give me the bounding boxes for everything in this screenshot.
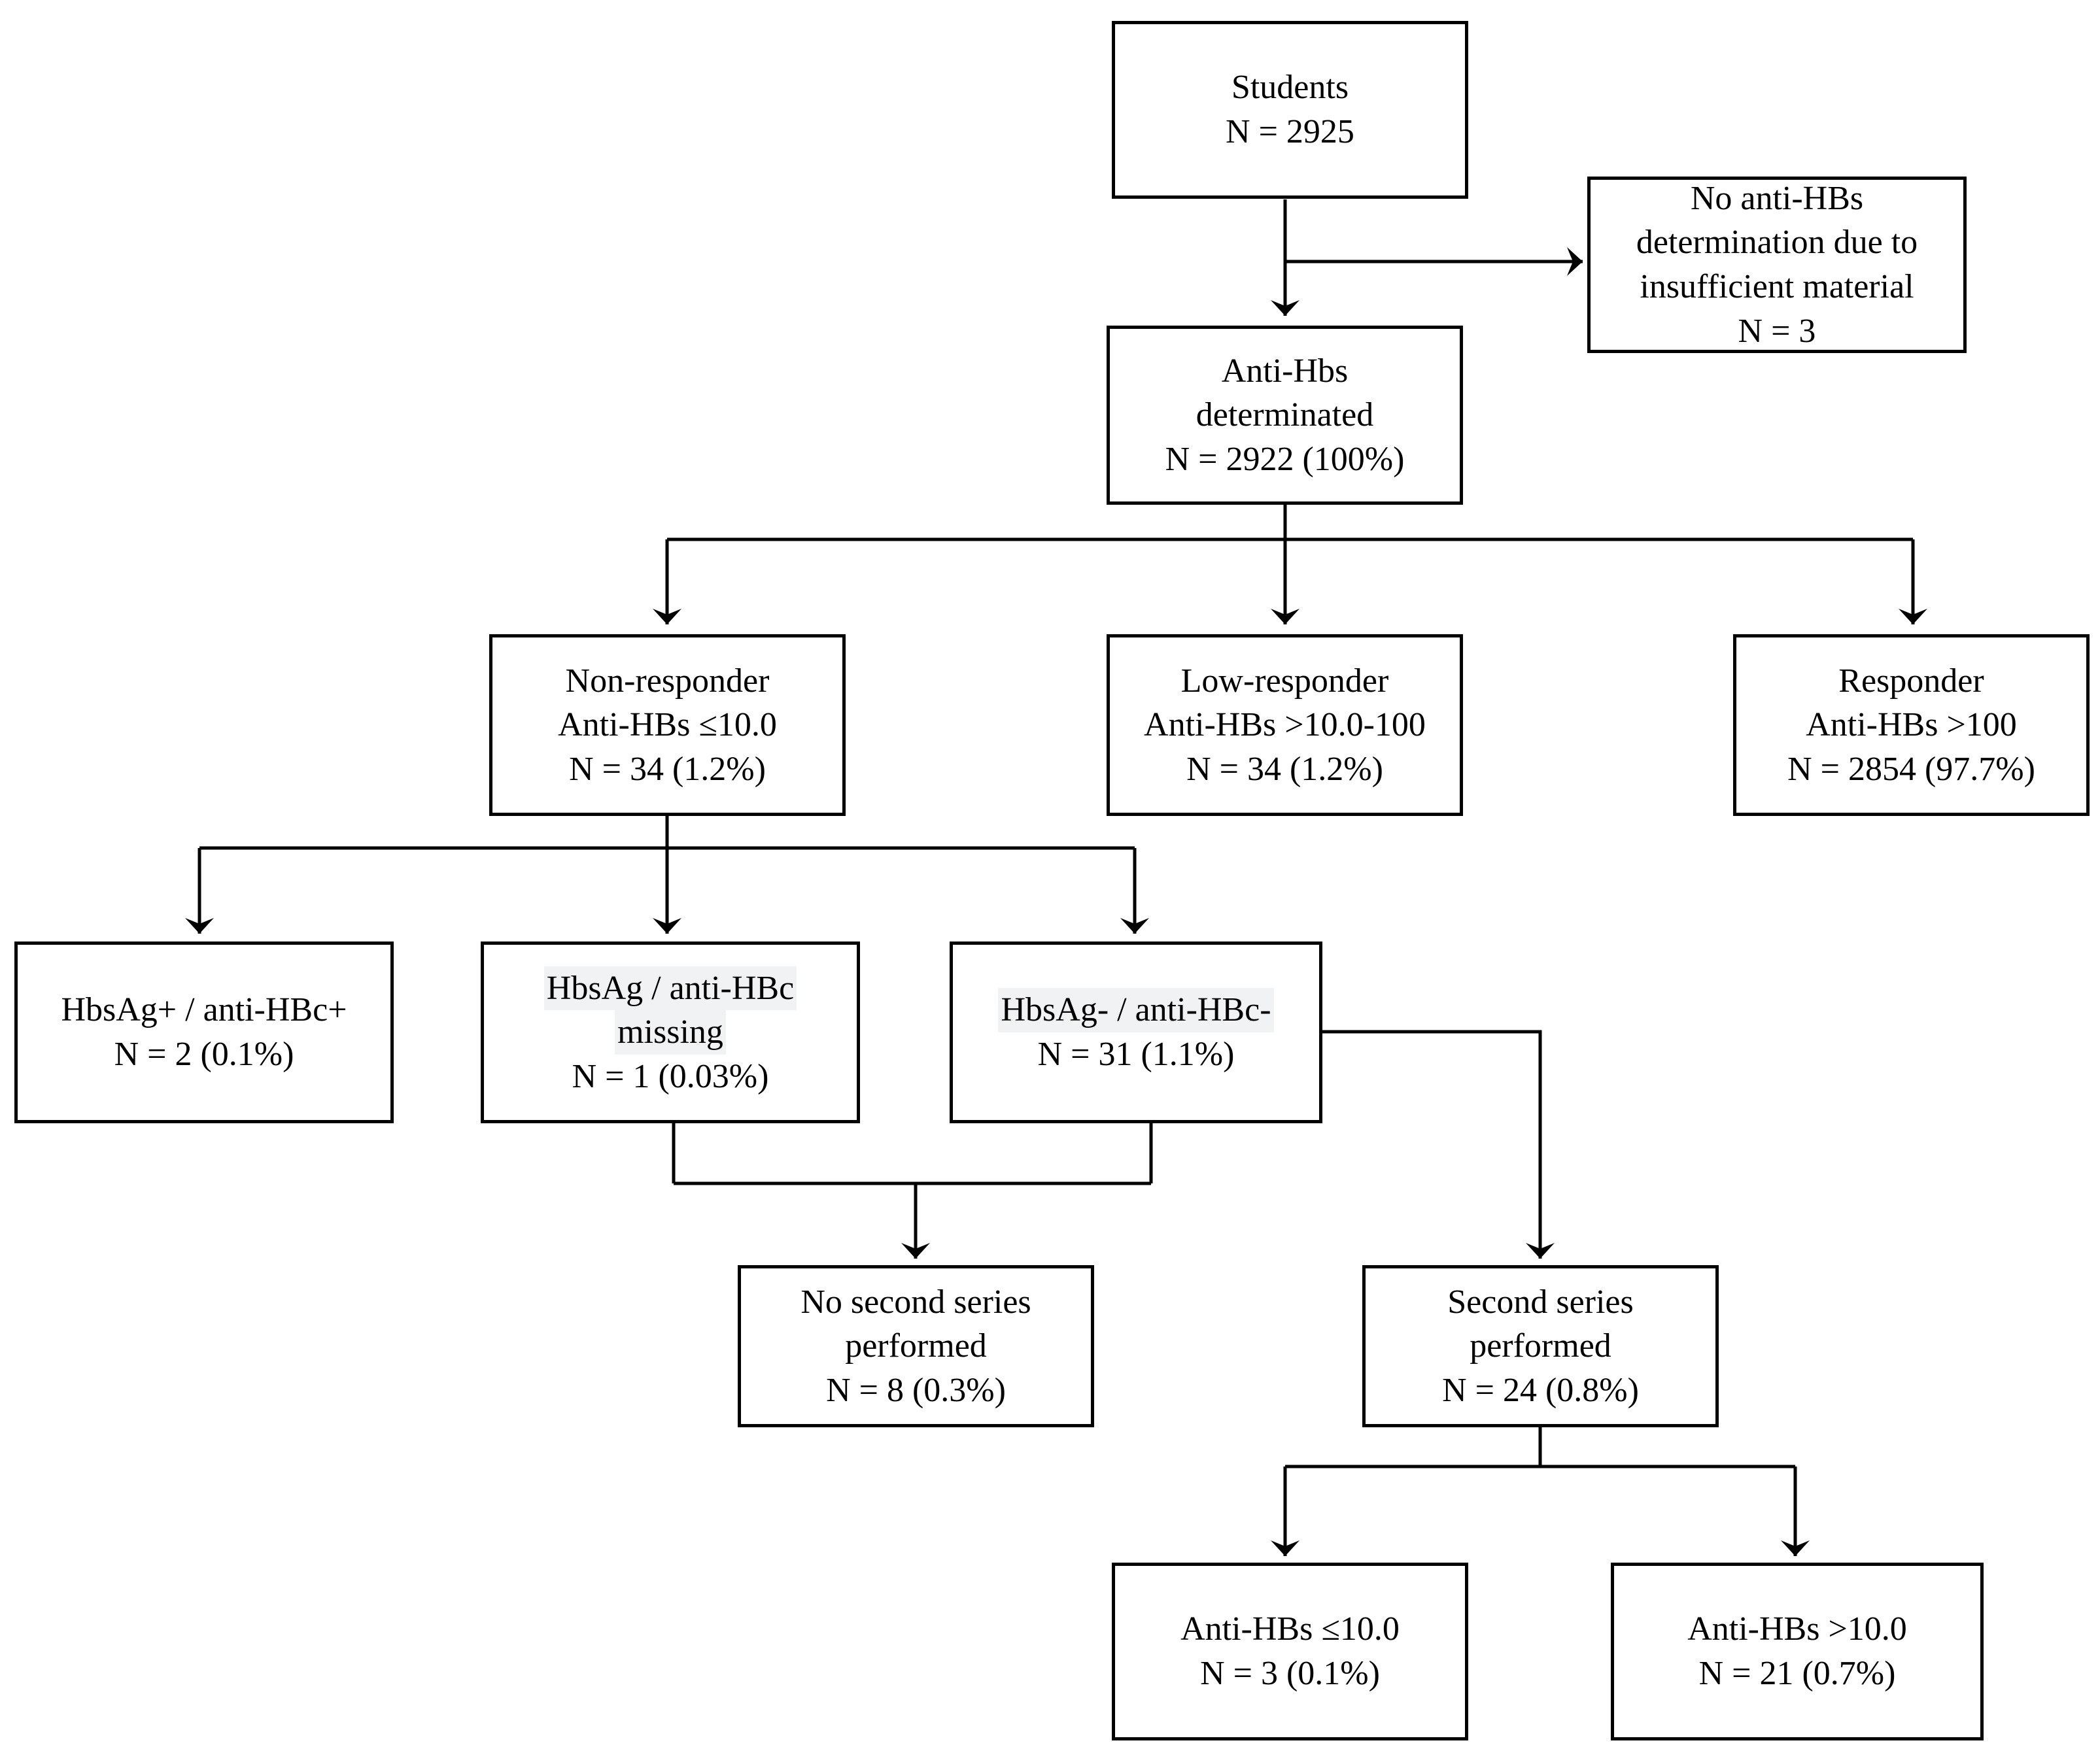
hbsag-positive-box[interactable]: HbsAg+ / anti-HBc+ N = 2 (0.1%) — [14, 941, 394, 1123]
no-determination-line-2: insufficient material — [1640, 268, 1914, 305]
low-responder-line-0: Low-responder — [1180, 662, 1389, 700]
no-determination-line-3: N = 3 — [1738, 312, 1816, 350]
second-low-line-0: Anti-HBs ≤10.0 — [1180, 1610, 1400, 1648]
no-determination-line-0: No anti-HBs — [1690, 179, 1864, 217]
low-responder-box[interactable]: Low-responder Anti-HBs >10.0-100 N = 34 … — [1107, 634, 1463, 816]
second-high-line-0: Anti-HBs >10.0 — [1687, 1610, 1907, 1648]
hbsag-pos-line-0: HbsAg+ / anti-HBc+ — [61, 991, 347, 1029]
second-low-line-1: N = 3 (0.1%) — [1200, 1655, 1380, 1692]
hbsag-negative-box[interactable]: HbsAg- / anti-HBc- N = 31 (1.1%) — [950, 941, 1322, 1123]
low-responder-line-2: N = 34 (1.2%) — [1186, 750, 1383, 788]
hbsag-missing-line-2: N = 1 (0.03%) — [572, 1057, 769, 1095]
no-determination-box[interactable]: No anti-HBs determination due to insuffi… — [1587, 177, 1967, 353]
low-responder-line-1: Anti-HBs >10.0-100 — [1144, 706, 1426, 744]
determinated-line-2: N = 2922 (100%) — [1165, 440, 1405, 478]
non-responder-line-1: Anti-HBs ≤10.0 — [558, 706, 777, 744]
anti-hbs-determinated-box[interactable]: Anti-Hbs determinated N = 2922 (100%) — [1107, 326, 1463, 505]
no-determination-line-1: determination due to — [1636, 224, 1918, 262]
no-second-series-line-2: N = 8 (0.3%) — [826, 1371, 1006, 1409]
second-high-line-1: N = 21 (0.7%) — [1698, 1655, 1896, 1692]
no-second-series-line-0: No second series — [800, 1283, 1031, 1321]
responder-line-2: N = 2854 (97.7%) — [1787, 750, 2035, 788]
hbsag-neg-line-0: HbsAg- / anti-HBc- — [998, 988, 1274, 1032]
second-anti-hbs-low-box[interactable]: Anti-HBs ≤10.0 N = 3 (0.1%) — [1112, 1563, 1468, 1740]
second-series-line-1: performed — [1470, 1327, 1611, 1365]
second-series-line-2: N = 24 (0.8%) — [1442, 1371, 1639, 1409]
non-responder-line-0: Non-responder — [565, 662, 770, 700]
hbsag-missing-box[interactable]: HbsAg / anti-HBc missing N = 1 (0.03%) — [481, 941, 860, 1123]
students-box[interactable]: Students N = 2925 — [1112, 21, 1468, 199]
determinated-line-0: Anti-Hbs — [1221, 352, 1349, 390]
hbsag-missing-line-0: HbsAg / anti-HBc — [543, 966, 797, 1011]
responder-box[interactable]: Responder Anti-HBs >100 N = 2854 (97.7%) — [1733, 634, 2090, 816]
responder-line-1: Anti-HBs >100 — [1806, 706, 2017, 744]
second-series-box[interactable]: Second series performed N = 24 (0.8%) — [1362, 1265, 1719, 1427]
non-responder-box[interactable]: Non-responder Anti-HBs ≤10.0 N = 34 (1.2… — [489, 634, 846, 816]
second-series-line-0: Second series — [1447, 1283, 1634, 1321]
responder-line-0: Responder — [1838, 662, 1984, 700]
students-line-0: Students — [1231, 69, 1349, 107]
non-responder-line-2: N = 34 (1.2%) — [569, 750, 766, 788]
hbsag-pos-line-1: N = 2 (0.1%) — [114, 1036, 294, 1073]
no-second-series-box[interactable]: No second series performed N = 8 (0.3%) — [738, 1265, 1094, 1427]
hbsag-neg-line-1: N = 31 (1.1%) — [1037, 1036, 1235, 1073]
students-line-1: N = 2925 — [1226, 113, 1354, 150]
second-anti-hbs-high-box[interactable]: Anti-HBs >10.0 N = 21 (0.7%) — [1611, 1563, 1984, 1740]
no-second-series-line-1: performed — [845, 1327, 987, 1365]
edge-hbsag-neg-to-second-series — [1320, 1030, 1555, 1259]
hbsag-missing-line-1: missing — [615, 1010, 726, 1055]
determinated-line-1: determinated — [1196, 396, 1374, 434]
